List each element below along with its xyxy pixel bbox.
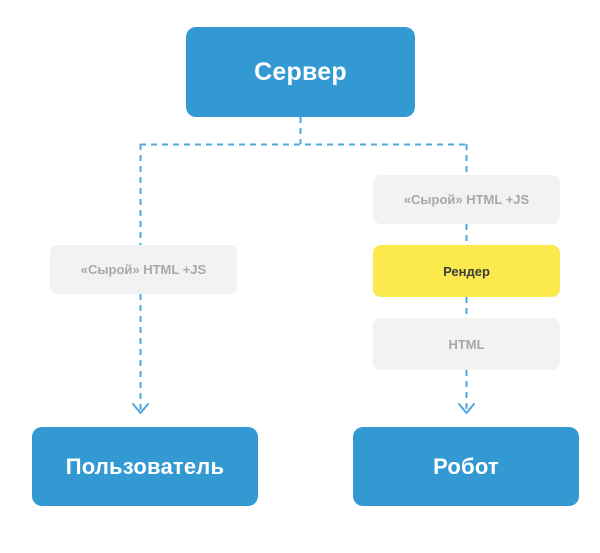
node-left-raw-html-js: «Сырой» HTML +JS: [50, 245, 237, 294]
node-server: Сервер: [186, 27, 415, 117]
node-server-label: Сервер: [254, 57, 347, 86]
node-render-label: Рендер: [443, 263, 490, 279]
node-right-raw-html-js-label: «Сырой» HTML +JS: [403, 192, 530, 207]
arrowhead-user-icon: [132, 403, 149, 414]
node-robot-label: Робот: [433, 453, 499, 479]
node-user-label: Пользователь: [65, 453, 225, 479]
node-html-label: HTML: [448, 336, 485, 352]
node-right-raw-html-js: «Сырой» HTML +JS: [373, 175, 560, 224]
node-render: Рендер: [373, 245, 560, 297]
arrowhead-robot-icon: [458, 403, 475, 414]
node-user: Пользователь: [32, 427, 258, 506]
node-html: HTML: [373, 318, 560, 370]
node-left-raw-html-js-label: «Сырой» HTML +JS: [80, 262, 207, 277]
node-robot: Робот: [353, 427, 579, 506]
